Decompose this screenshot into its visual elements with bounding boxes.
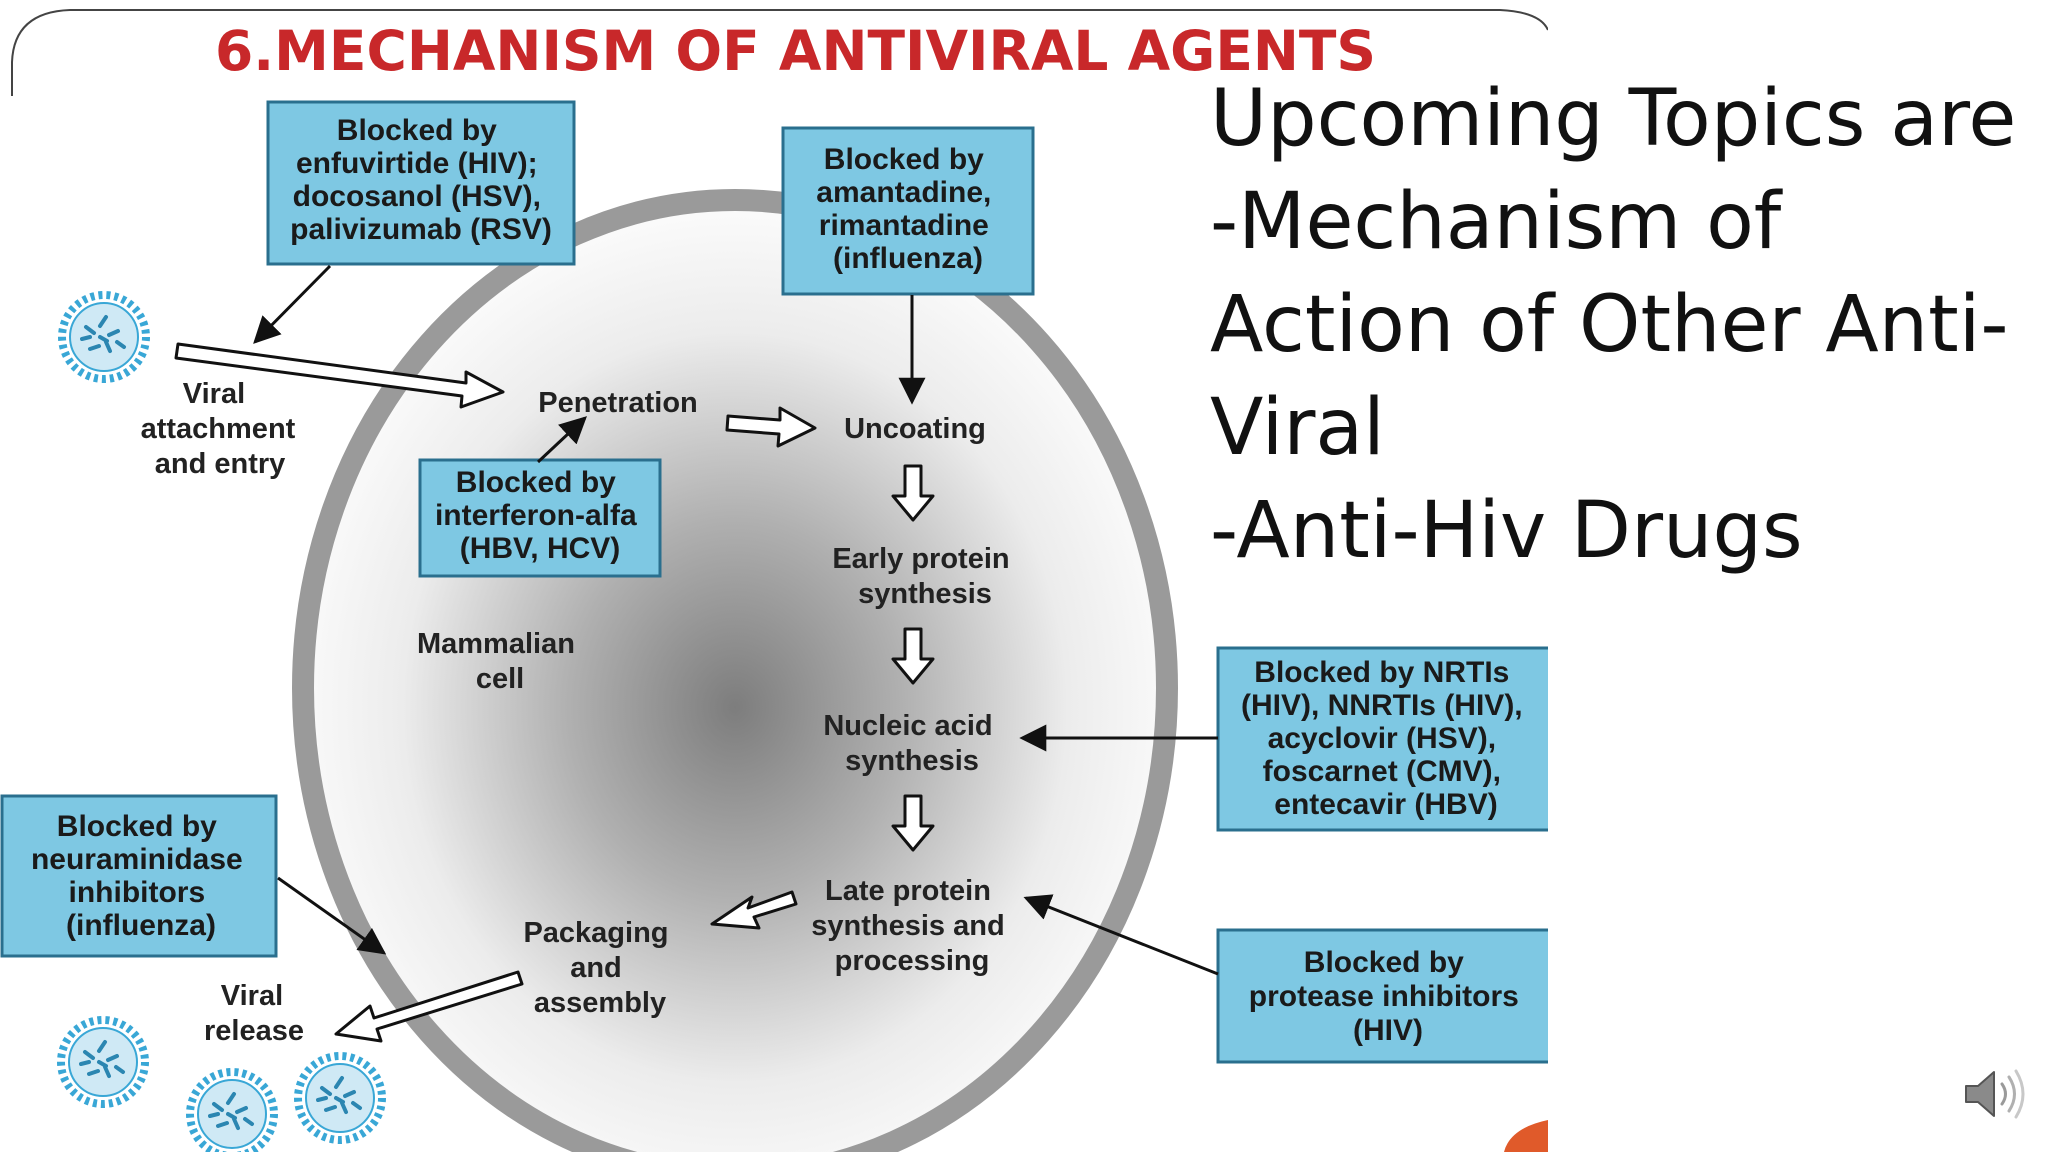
blocker-text-late-protein: Blocked by protease inhibitors (HIV) <box>1249 946 1527 1047</box>
speaker-icon[interactable] <box>1962 1066 2030 1122</box>
virus-particle-icon <box>298 1056 382 1140</box>
virus-particle-icon <box>62 295 146 379</box>
blocker-text-nucleic-acid: Blocked by NRTIs (HIV), NNRTIs (HIV), ac… <box>1241 656 1531 821</box>
topics-line: Upcoming Topics are <box>1210 74 2017 164</box>
step-label-penetration: Penetration <box>538 387 698 419</box>
blocker-box-uncoating <box>781 126 1035 296</box>
step-label-late-protein: Late protein synthesis and processing <box>811 875 1012 977</box>
blocker-box-penetration <box>418 458 662 578</box>
virus-particle-icon <box>190 1072 274 1152</box>
step-label-packaging: Packaging and assembly <box>523 917 676 1019</box>
step-label-nucleic-acid: Nucleic acid synthesis <box>823 710 1000 777</box>
blocker-text-entry: Blocked by enfuvirtide (HIV); docosanol … <box>290 114 552 246</box>
slide-title: 6.MECHANISM OF ANTIVIRAL AGENTS <box>215 19 1376 83</box>
blocker-box-release <box>0 794 278 958</box>
pointer-arrow-entry <box>253 264 332 344</box>
blocker-box-entry <box>266 100 576 266</box>
topics-line: Action of Other Anti- <box>1210 280 2009 370</box>
blocker-text-release: Blocked by neuraminidase inhibitors (inf… <box>31 810 251 942</box>
virus-particle-icon <box>61 1020 145 1104</box>
cell-label: Mammalian cell <box>417 628 583 695</box>
mammalian-cell <box>292 189 1178 1152</box>
corner-decoration <box>1504 1120 1548 1152</box>
pointer-arrow-penetration <box>536 416 587 464</box>
step-label-release: Viral release <box>204 980 304 1047</box>
blocker-box-late-protein <box>1216 928 1548 1064</box>
topics-line: -Anti-Hiv Drugs <box>1210 486 1803 576</box>
step-label-early-protein: Early protein synthesis <box>832 543 1017 610</box>
entry-hollow-arrow <box>174 342 505 409</box>
slide-frame-line <box>11 9 1548 96</box>
pointer-arrow-release <box>277 876 387 955</box>
topics-line: -Mechanism of <box>1210 177 1782 267</box>
topics-line: Viral <box>1210 383 1385 473</box>
antiviral-mechanism-diagram: 6.MECHANISM OF ANTIVIRAL AGENTS Blocked … <box>0 9 1548 1152</box>
blocker-box-nucleic-acid <box>1216 646 1548 832</box>
step-label-uncoating: Uncoating <box>844 413 986 445</box>
packaging-hollow-arrow <box>710 890 798 930</box>
release-hollow-arrow <box>334 970 524 1043</box>
blocker-text-penetration: Blocked by interferon-alfa (HBV, HCV) <box>435 466 645 565</box>
penetration-hollow-arrow <box>725 406 817 448</box>
pointer-arrow-late-protein <box>1023 894 1219 976</box>
step-label-attachment: Viral attachment and entry <box>141 378 304 480</box>
blocker-text-uncoating: Blocked by amantadine, rimantadine (infl… <box>816 143 999 275</box>
upcoming-topics: Upcoming Topics are -Mechanism of Action… <box>1210 68 2030 583</box>
